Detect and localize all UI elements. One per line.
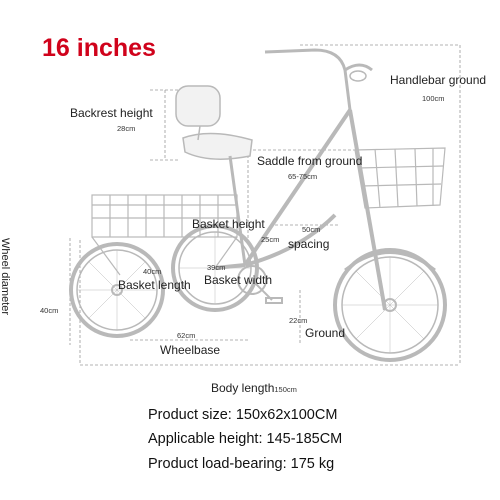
- backrest-height-label: Backrest height: [70, 106, 153, 120]
- size-title: 16 inches: [42, 34, 156, 62]
- backrest-height-value: 28cm: [117, 124, 136, 133]
- saddle-from-ground-value: 65-75cm: [288, 172, 318, 181]
- basket-length-value: 40cm: [143, 267, 162, 276]
- handlebar: [264, 48, 373, 111]
- wheelbase-value: 62cm: [177, 331, 196, 340]
- frame: [214, 108, 387, 311]
- ground-label: Ground: [305, 326, 346, 340]
- body-length-value: 150cm: [274, 385, 297, 394]
- basket-width-label: Basket width: [204, 273, 273, 287]
- wheelbase-label: Wheelbase: [160, 343, 221, 357]
- spec-load-bearing: Product load-bearing: 175 kg: [148, 456, 335, 472]
- basket-width-value: 39cm: [207, 263, 226, 272]
- handlebar-ground-value: 100cm: [422, 94, 445, 103]
- handlebar-ground-label: Handlebar ground: [390, 73, 487, 87]
- crank: [237, 265, 283, 304]
- basket-height-label: Basket height: [192, 217, 265, 231]
- wheel-diameter-label: Wheel diameter: [0, 238, 11, 316]
- basket-height-value: 25cm: [261, 235, 280, 244]
- ground-value: 22cm: [289, 316, 308, 325]
- saddle-from-ground-label: Saddle from ground: [257, 154, 363, 168]
- seat-backrest: [175, 85, 253, 266]
- spec-applicable-height: Applicable height: 145-185CM: [148, 431, 343, 447]
- spec-product-size: Product size: 150x62x100CM: [148, 407, 338, 423]
- dimension-lines: [69, 44, 461, 366]
- spacing-value: 50cm: [302, 225, 321, 234]
- body-length-label: Body length: [211, 381, 275, 395]
- front-wheel: [333, 248, 447, 362]
- body-length: Body length150cm: [211, 382, 297, 394]
- spacing-label: spacing: [288, 237, 330, 251]
- basket-length-label: Basket length: [118, 278, 191, 292]
- rear-wheels: [69, 224, 259, 338]
- wheel-diameter-value: 40cm: [40, 306, 59, 315]
- rear-basket: [91, 194, 238, 276]
- front-basket: [354, 147, 446, 209]
